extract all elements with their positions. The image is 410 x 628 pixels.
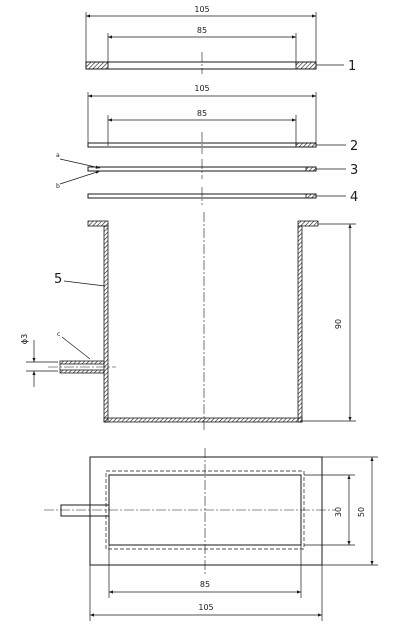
dim-105-part1: 105 (194, 5, 209, 14)
part-3-view: 3 a b (56, 152, 358, 190)
top-view: 30 50 85 105 (44, 448, 378, 621)
dim-90: 90 (334, 319, 343, 329)
dim-phi3: ϕ3 (20, 334, 29, 344)
part-2-view: 105 85 2 (87, 84, 358, 154)
part-1-view: 105 85 1 (85, 5, 356, 74)
part-4-view: 4 (87, 187, 358, 205)
part-number-3: 3 (350, 163, 358, 178)
label-b: b (56, 183, 60, 190)
part-number-4: 4 (350, 190, 358, 205)
dim-105-top: 105 (198, 603, 213, 612)
dim-50: 50 (357, 507, 366, 517)
part-number-5: 5 (54, 272, 62, 287)
dim-105-part2: 105 (194, 84, 209, 93)
dim-85-part1: 85 (197, 26, 207, 35)
part-5-section-view: 90 5 c ϕ3 (20, 212, 356, 432)
dim-85-top: 85 (200, 580, 210, 589)
part-number-1: 1 (348, 59, 356, 74)
label-a: a (56, 152, 60, 159)
dim-30: 30 (334, 507, 343, 517)
part-number-2: 2 (350, 139, 358, 154)
dim-85-part2: 85 (197, 109, 207, 118)
label-c: c (57, 331, 60, 338)
